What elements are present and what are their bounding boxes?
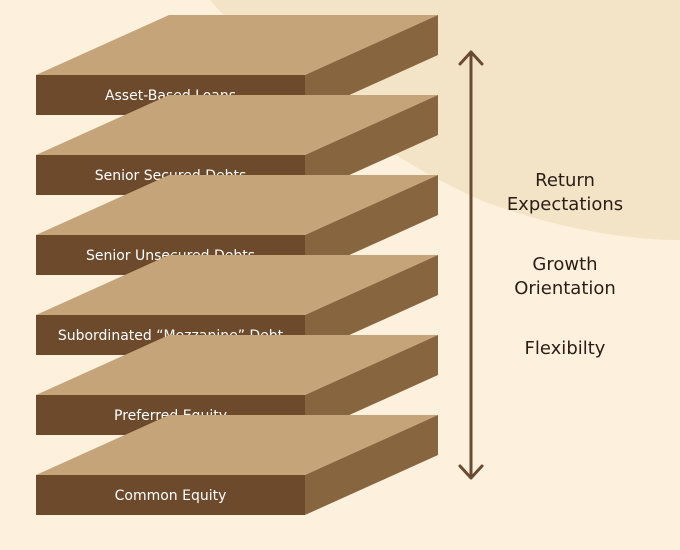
growth-orientation-label: Growth Orientation — [490, 253, 640, 301]
layer-top-face — [36, 415, 438, 475]
growth-line-2: Orientation — [514, 278, 616, 299]
flexibility-text: Flexibilty — [524, 338, 606, 359]
layer-side-face — [305, 335, 438, 435]
return-line-1: Return — [535, 170, 595, 191]
return-expectations-label: Return Expectations — [490, 169, 640, 217]
layer-side-face — [305, 175, 438, 275]
layer-front-face — [36, 475, 305, 515]
layer-side-face — [305, 15, 438, 115]
layer-side-face — [305, 255, 438, 355]
flexibility-label: Flexibilty — [490, 337, 640, 361]
layer-top-face — [36, 255, 438, 315]
layer-top-face — [36, 15, 438, 75]
capital-layer: Common Equity — [36, 415, 438, 515]
layer-top-face — [36, 175, 438, 235]
return-line-2: Expectations — [506, 194, 624, 215]
layer-top-face — [36, 335, 438, 395]
layer-top-face — [36, 95, 438, 155]
layer-side-face — [305, 415, 438, 515]
double-headed-vertical-arrow-icon — [458, 50, 484, 480]
layer-label: Common Equity — [115, 488, 227, 504]
layer-side-face — [305, 95, 438, 195]
growth-line-1: Growth — [532, 254, 598, 275]
layers-group: Asset-Based LoansSenior Secured DebtsSen… — [36, 15, 438, 515]
